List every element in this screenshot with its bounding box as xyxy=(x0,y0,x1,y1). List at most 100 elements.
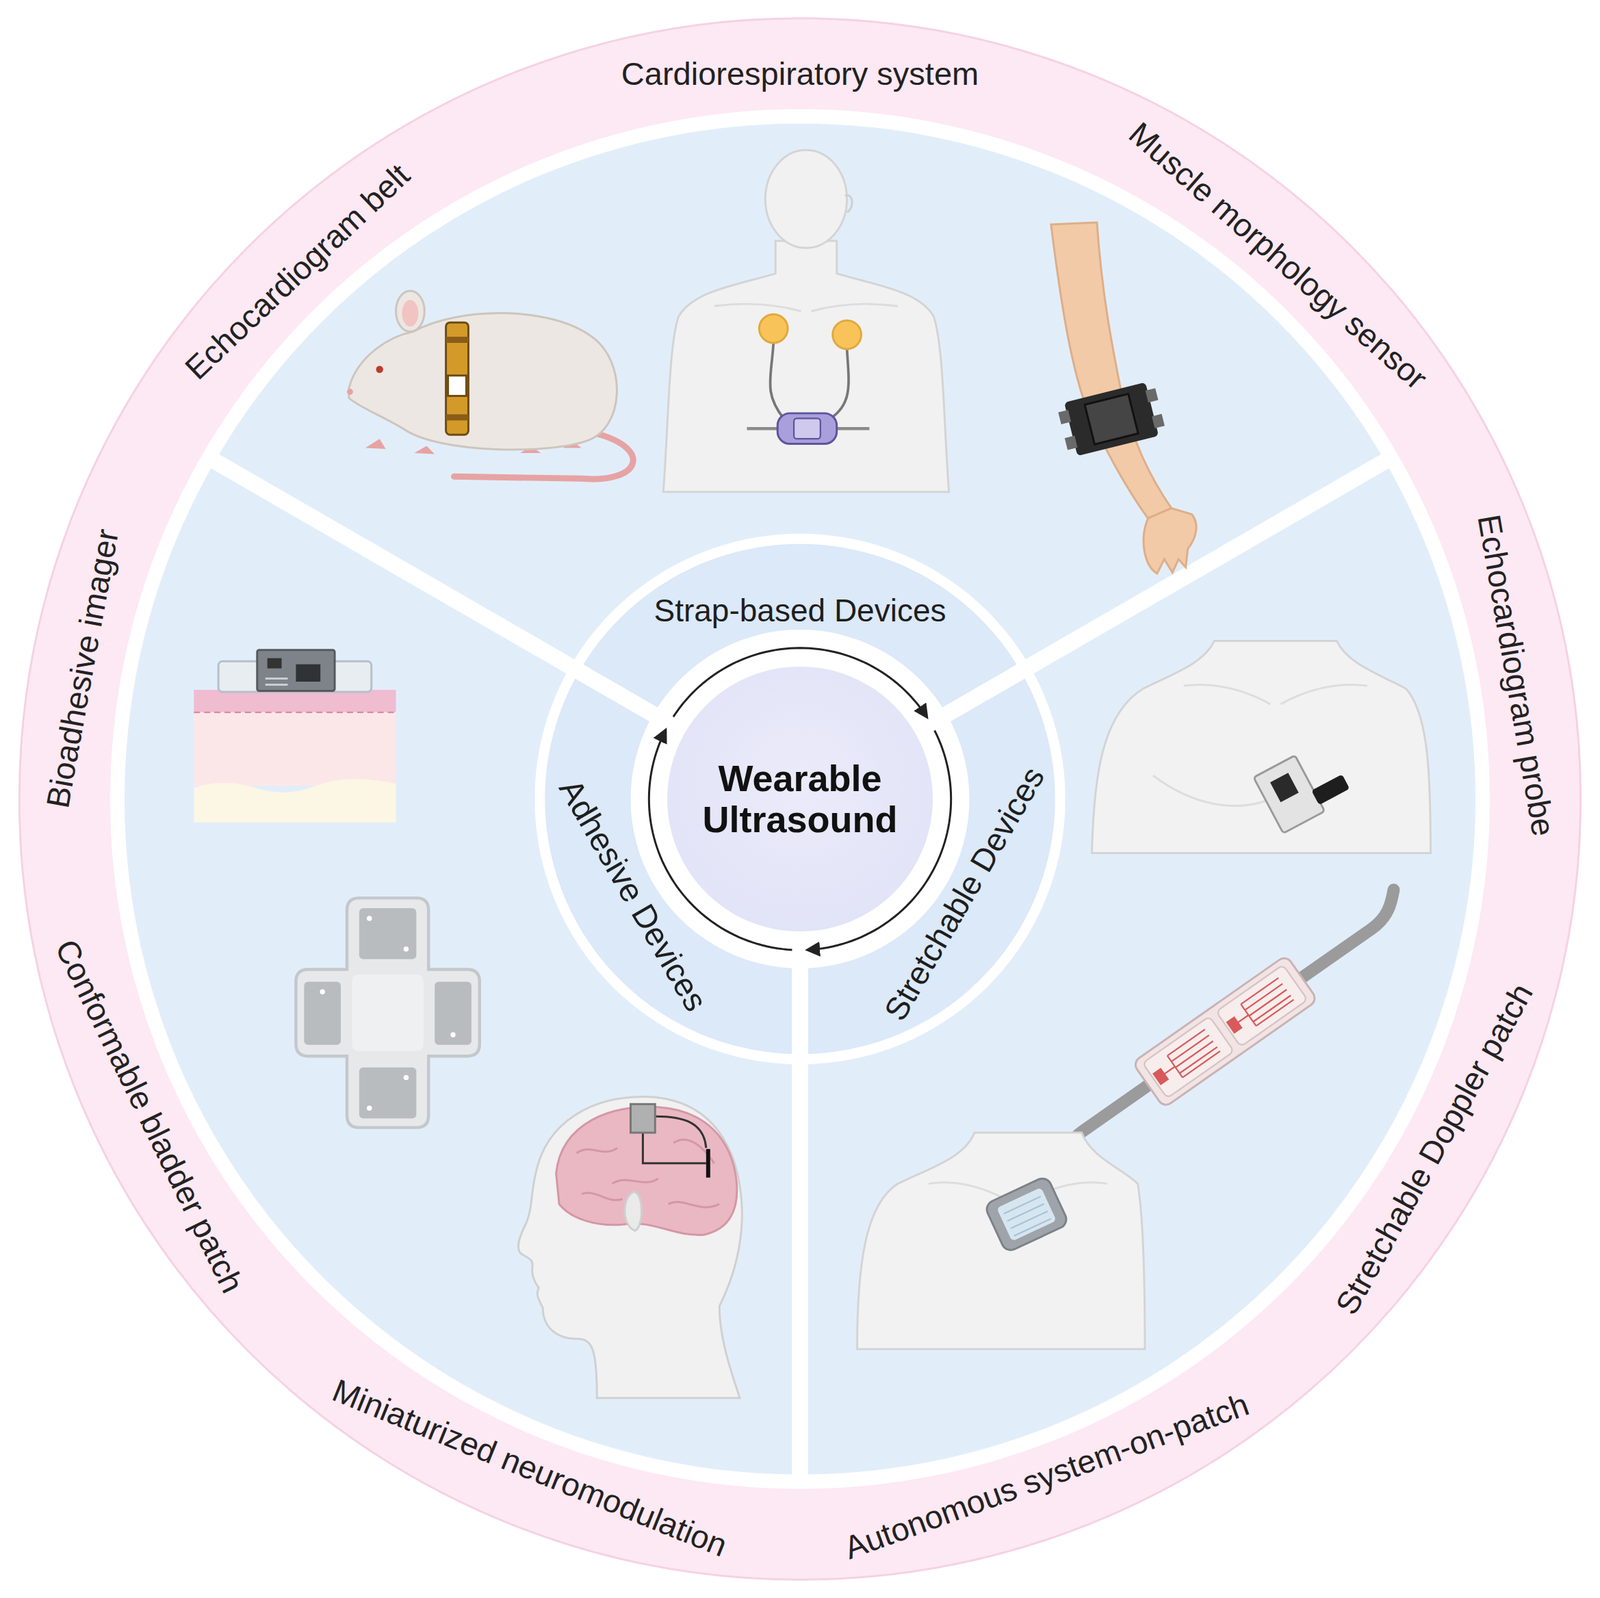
head-neuromodulation-illustration-part xyxy=(624,1192,642,1232)
skin-imager-illustration xyxy=(193,650,396,823)
bladder-patch-illustration-part xyxy=(351,974,423,1052)
arm-band-illustration-part-part xyxy=(1145,388,1159,403)
arm-band-illustration xyxy=(1051,222,1197,574)
section-label: Stretchable Doppler patch xyxy=(1328,977,1540,1321)
node-text: Wearable Ultrasound xyxy=(687,757,913,841)
torso-electrodes-illustration-part xyxy=(845,195,853,213)
bladder-patch-illustration-part xyxy=(303,981,341,1045)
arm-band-illustration-part-part xyxy=(1151,414,1165,429)
bladder-patch-illustration-part xyxy=(366,1105,372,1111)
skin-imager-illustration-part xyxy=(193,689,396,713)
rat-illustration-part xyxy=(448,375,467,397)
bladder-patch-illustration-part xyxy=(359,908,417,960)
arm-band-illustration-part xyxy=(1055,380,1167,458)
section-label: Conformable bladder patch xyxy=(48,934,251,1299)
doppler-patch-illustration-part-part xyxy=(1287,889,1405,980)
chest-patch-illustration-part xyxy=(857,1132,1145,1349)
section-label: Echocardiogram belt xyxy=(178,156,417,386)
node-text: Strap-based Devices xyxy=(654,593,947,629)
arm-band-illustration-part-part xyxy=(1057,409,1072,425)
chest-patch-illustration-part-part xyxy=(996,1187,1057,1242)
section-label: Cardiorespiratory system xyxy=(621,56,979,92)
skin-imager-illustration-part xyxy=(257,650,335,692)
outer-pink-ring xyxy=(19,18,1581,1580)
head-neuromodulation-illustration-part xyxy=(654,1116,707,1148)
torso-electrodes-illustration-part xyxy=(758,314,788,343)
doppler-patch-illustration-part-part xyxy=(1152,1067,1169,1086)
rat-illustration-part xyxy=(346,388,354,395)
head-neuromodulation-illustration-part xyxy=(576,1139,720,1208)
chest-probe-illustration-part xyxy=(1253,739,1354,833)
doppler-patch-illustration-part-part xyxy=(1142,1016,1235,1099)
skin-imager-illustration-part xyxy=(193,711,396,714)
torso-electrodes-illustration-part xyxy=(765,149,847,248)
bladder-patch-illustration-part xyxy=(319,989,325,995)
rat-illustration-part xyxy=(365,438,386,449)
chest-patch-illustration xyxy=(857,1132,1145,1349)
doppler-patch-illustration xyxy=(1029,882,1421,1180)
category-band: Strap-based Devices xyxy=(654,593,947,629)
doppler-patch-illustration-part-part xyxy=(1132,955,1319,1108)
bladder-patch-illustration-part xyxy=(366,915,372,921)
section-label: Echocardiogram probe xyxy=(1471,511,1562,839)
torso-electrodes-illustration-part xyxy=(769,342,784,419)
bladder-patch-illustration xyxy=(295,897,480,1128)
skin-imager-illustration-part xyxy=(265,683,289,686)
chest-probe-illustration-part-part xyxy=(1270,772,1299,803)
ring-grounds xyxy=(19,18,1581,1580)
bladder-patch-illustration-part xyxy=(403,946,409,952)
white-gap-ring xyxy=(110,109,1490,1490)
rat-illustration-part xyxy=(446,322,469,435)
torso-electrodes-illustration-part xyxy=(714,303,898,311)
head-neuromodulation-illustration-part xyxy=(518,1097,742,1399)
doppler-patch-illustration-part-part xyxy=(1216,964,1308,1048)
head-neuromodulation-illustration-part xyxy=(706,1149,711,1178)
bladder-patch-illustration-part xyxy=(450,1031,456,1037)
doppler-patch-illustration-part xyxy=(1029,882,1421,1180)
torso-electrodes-illustration-part xyxy=(793,418,821,439)
torso-electrodes-illustration xyxy=(663,149,950,493)
section-label: Miniaturized neuromodulation xyxy=(327,1372,733,1564)
skin-imager-illustration-part xyxy=(265,677,289,680)
band-grounds xyxy=(205,456,1395,1486)
rat-illustration-part xyxy=(349,313,618,450)
torso-electrodes-illustration-part xyxy=(663,240,950,493)
arm-band-illustration-part-part xyxy=(1064,435,1078,451)
skin-imager-illustration-part xyxy=(193,778,396,822)
skin-imager-illustration-part xyxy=(295,664,321,682)
torso-electrodes-illustration-part xyxy=(832,320,862,350)
torso-electrodes-illustration-part xyxy=(830,349,849,419)
sector-divider xyxy=(791,964,809,1485)
rat-illustration-part xyxy=(414,446,435,455)
rat-illustration-part xyxy=(375,366,383,373)
arm-band-illustration-part-part xyxy=(1084,394,1139,445)
head-neuromodulation-illustration xyxy=(518,1097,742,1399)
rat-illustration-part xyxy=(401,299,419,327)
bladder-patch-illustration-part xyxy=(403,1075,409,1080)
chest-patch-illustration-part-part xyxy=(984,1175,1070,1254)
rat-illustration-part xyxy=(446,414,469,421)
arm-band-illustration-part-part xyxy=(1064,382,1159,457)
sector-divider xyxy=(205,456,657,717)
section-label: Autonomous system-on-patch xyxy=(839,1386,1254,1566)
chest-probe-illustration-part xyxy=(1091,640,1431,853)
edge-group xyxy=(648,648,951,950)
rat-illustration-part xyxy=(396,290,425,332)
section-label: Muscle morphology sensor xyxy=(1123,115,1435,397)
arm-band-illustration-part xyxy=(1051,222,1172,519)
chest-probe-illustration xyxy=(1091,640,1431,853)
bladder-patch-illustration-part xyxy=(359,1067,417,1119)
rat-illustration-part xyxy=(446,336,469,343)
arm-band-illustration-part xyxy=(1143,508,1197,574)
rat-illustration xyxy=(346,290,634,480)
hub-circle: Wearable Ultrasound xyxy=(667,666,933,933)
skin-imager-illustration-part xyxy=(267,658,282,669)
skin-imager-illustration-part xyxy=(193,712,396,786)
torso-electrodes-illustration-part xyxy=(777,413,837,445)
chest-probe-illustration-part-part xyxy=(1311,773,1350,805)
chest-patch-illustration-part xyxy=(984,1175,1070,1254)
bladder-patch-illustration-part xyxy=(295,897,480,1128)
head-neuromodulation-illustration-part xyxy=(630,1103,655,1133)
chest-patch-illustration-part-part xyxy=(1003,1196,1052,1236)
